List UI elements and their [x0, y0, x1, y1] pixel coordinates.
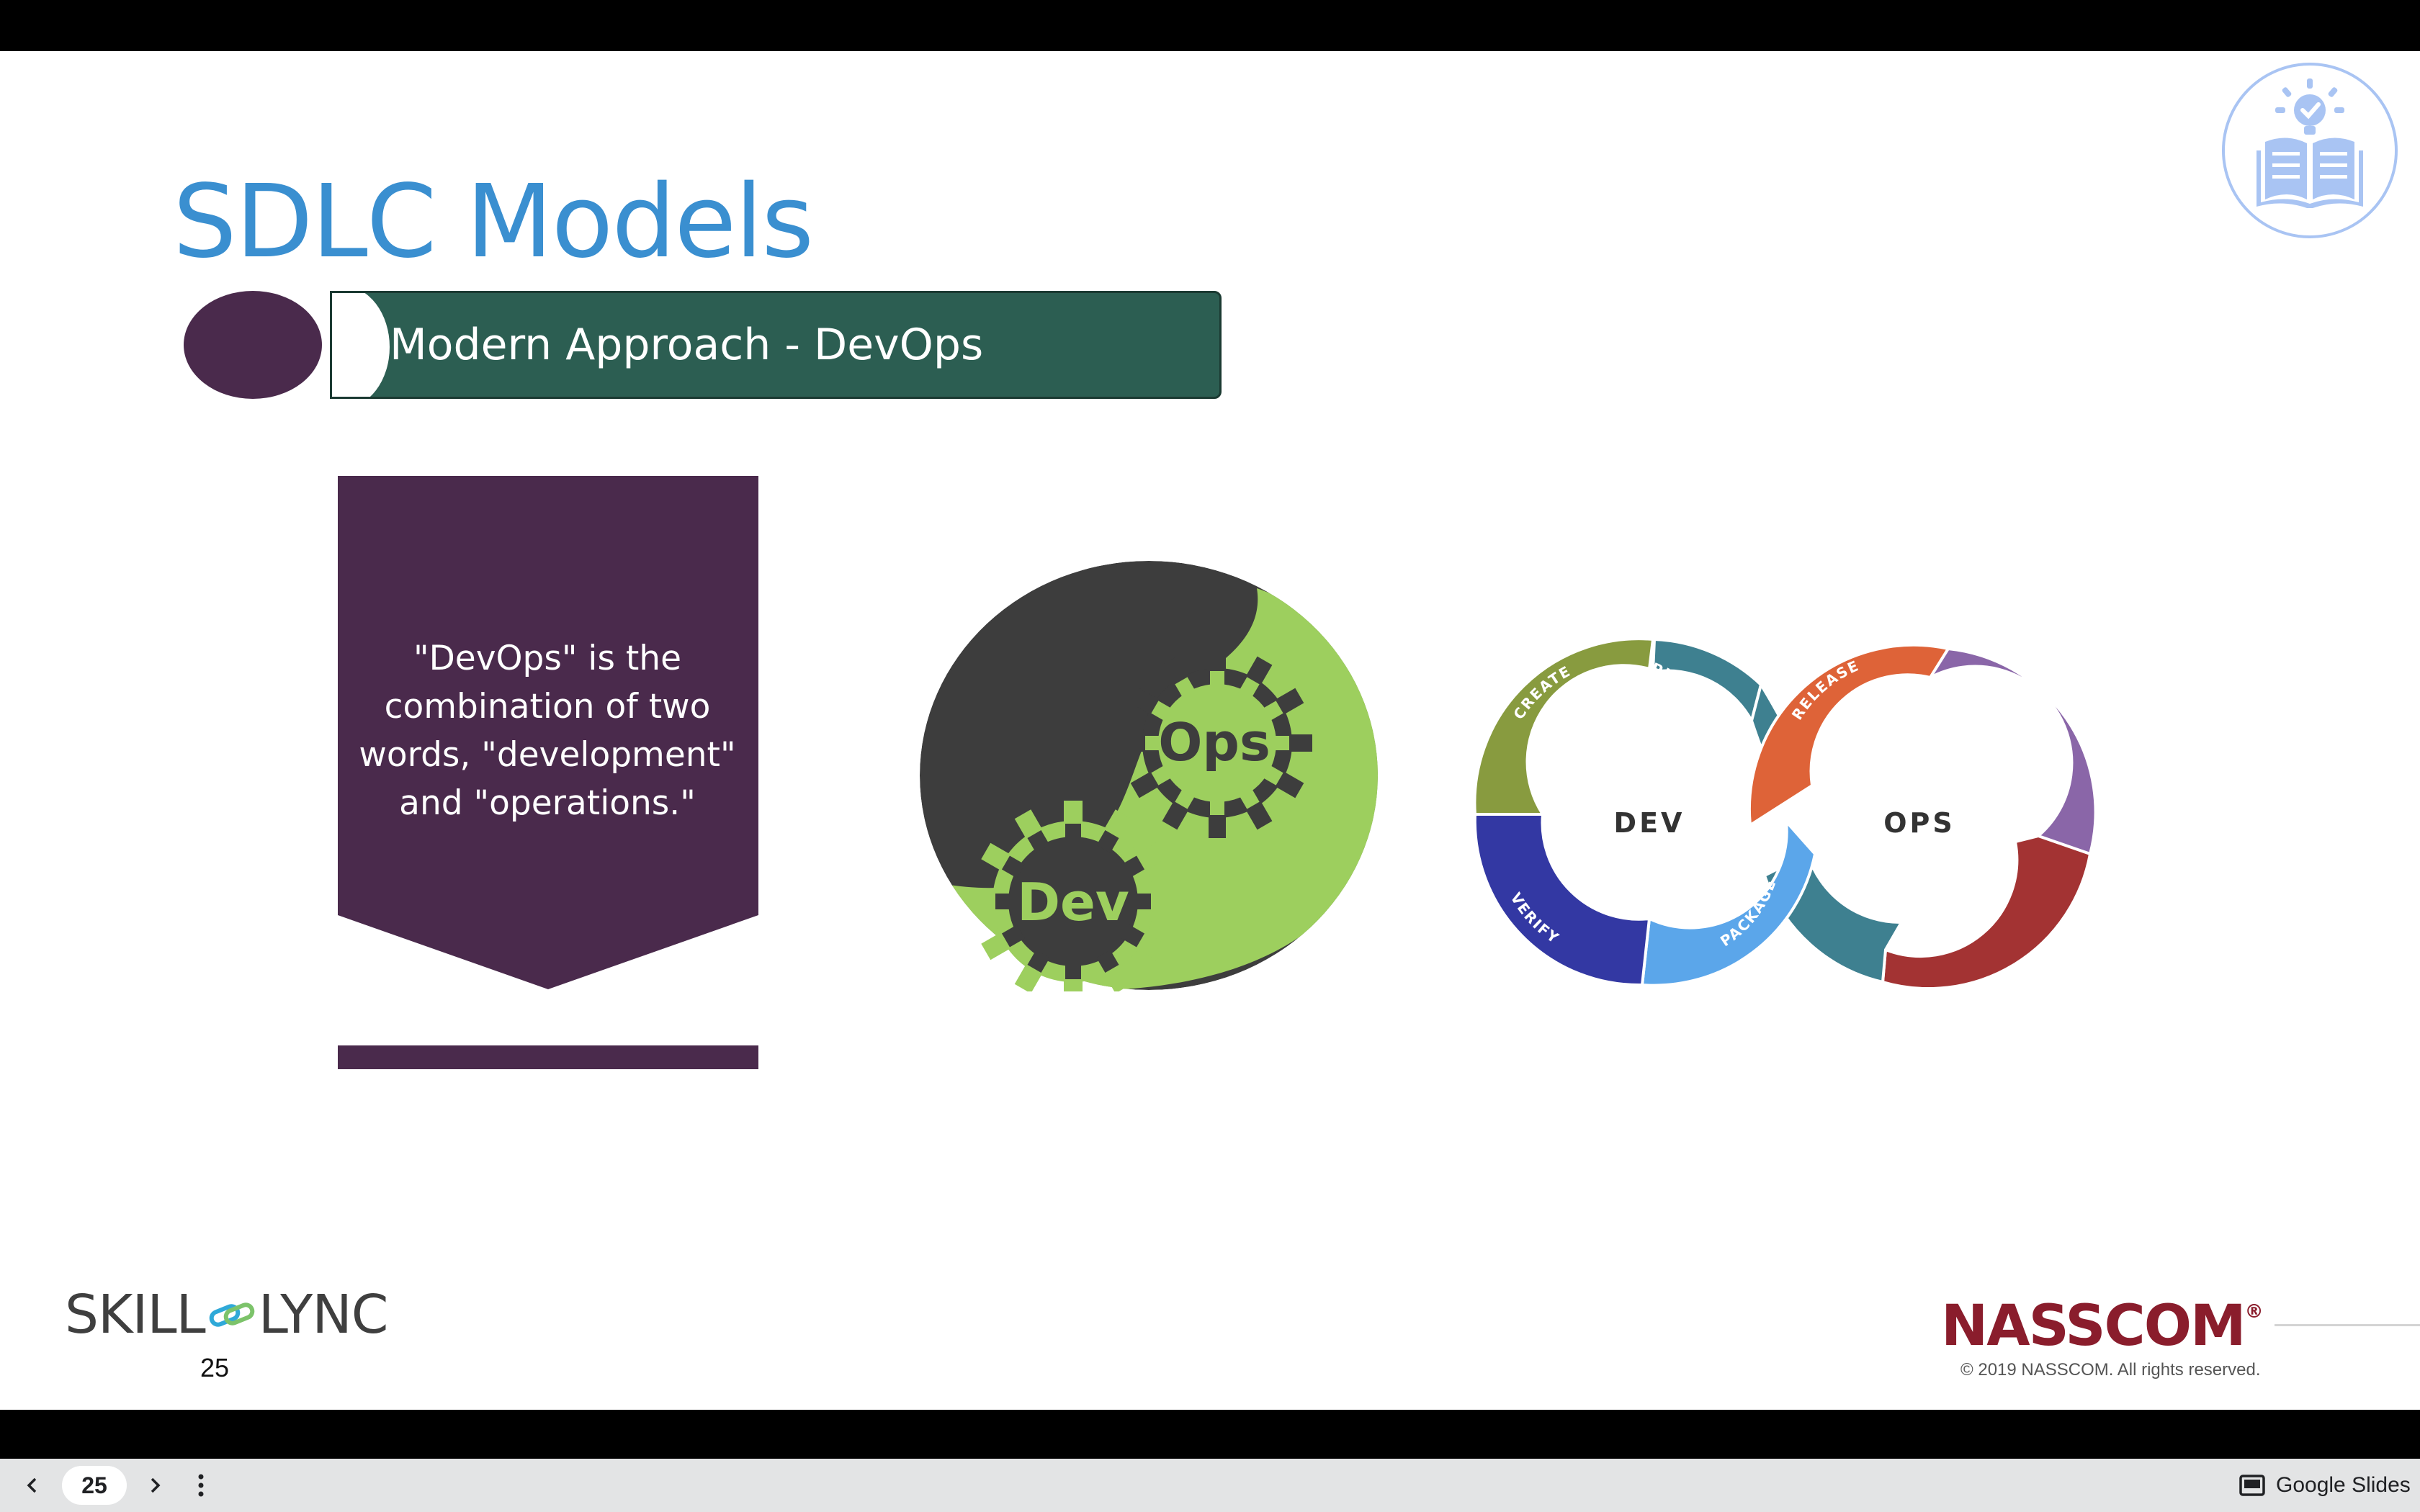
description-text: "DevOps" is the combination of two words…	[359, 639, 736, 823]
dev-gear-label: Dev	[1017, 872, 1129, 932]
devops-infinity-cycle: DEV OPS CREATE PLAN RELEASE CONFIGURE MO…	[1469, 606, 2097, 987]
ops-cycle-label: OPS	[1883, 807, 1955, 839]
book-idea-icon	[2222, 63, 2398, 238]
more-vert-icon	[198, 1474, 204, 1497]
registered-mark: ®	[2244, 1301, 2264, 1323]
chevron-right-icon	[151, 1477, 161, 1493]
section-bullet	[184, 291, 322, 399]
slides-icon	[2239, 1475, 2265, 1496]
logo-skill-text: SKILL	[65, 1284, 206, 1346]
presentation-toolbar: Google Slides	[0, 1459, 2420, 1512]
open-in-slides-button[interactable]	[2233, 1466, 2272, 1505]
ops-gear: Ops	[1122, 648, 1312, 838]
section-heading: Modern Approach - DevOps	[390, 320, 984, 370]
description-callout	[338, 476, 758, 989]
slide-title: SDLC Models	[173, 163, 814, 281]
slide-page-number: 25	[200, 1353, 230, 1382]
nasscom-logo: NASSCOM®	[1941, 1294, 2264, 1359]
previous-slide-button[interactable]	[13, 1466, 52, 1505]
dev-gear: Dev	[972, 801, 1174, 991]
next-slide-button[interactable]	[135, 1466, 174, 1505]
accent-bar	[338, 1045, 758, 1069]
copyright-notice: © 2019 NASSCOM. All rights reserved.	[1960, 1360, 2261, 1380]
section-banner: Modern Approach - DevOps	[330, 291, 1222, 399]
nasscom-logo-text: NASSCOM	[1941, 1294, 2246, 1359]
skill-lync-logo: SKILL LYNC	[65, 1282, 389, 1347]
logo-lync-text: LYNC	[258, 1284, 389, 1346]
google-slides-link[interactable]: Google Slides	[2276, 1473, 2411, 1497]
ops-gear-label: Ops	[1158, 712, 1270, 773]
link-icon	[209, 1302, 255, 1327]
page-number-input[interactable]	[62, 1466, 127, 1505]
slide-canvas: SDLC Models Mod	[0, 51, 2420, 1410]
dev-cycle-label: DEV	[1614, 807, 1685, 839]
dev-ops-gears-graphic: Ops Dev	[920, 561, 1378, 991]
footer-divider	[2275, 1324, 2420, 1326]
chevron-left-icon	[27, 1477, 37, 1493]
more-options-button[interactable]	[182, 1466, 220, 1505]
